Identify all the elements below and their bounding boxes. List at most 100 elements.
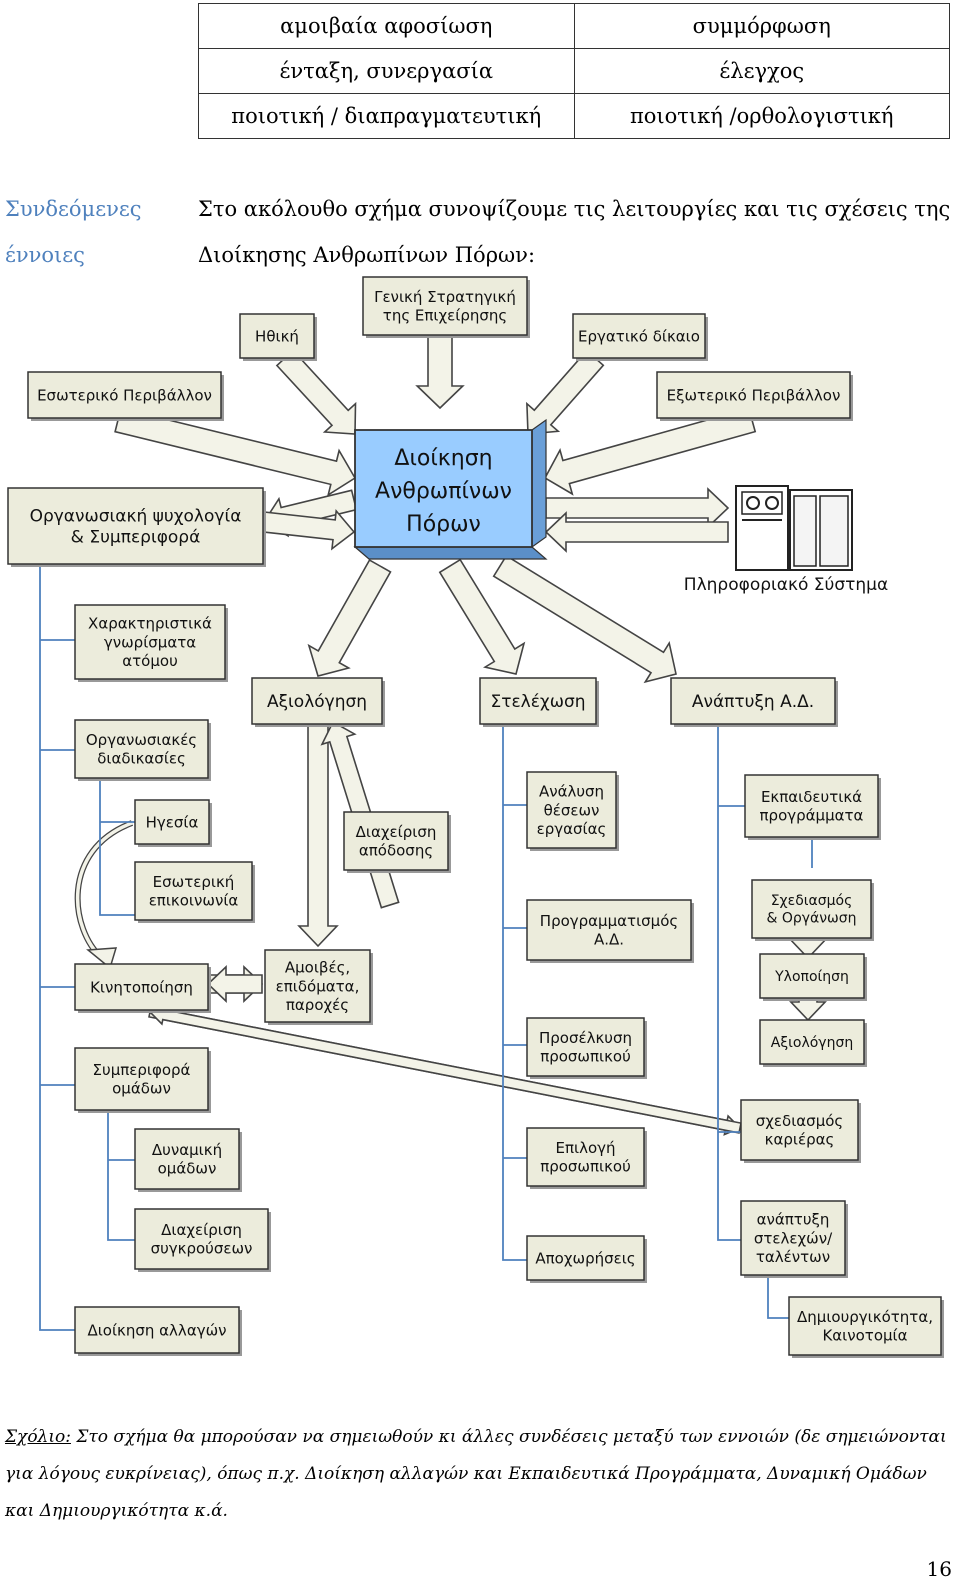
node-label: σχεδιασμός — [756, 1112, 843, 1130]
node-label: Εργατικό δίκαιο — [578, 327, 700, 345]
diagram-node-separations: Αποχωρήσεις — [526, 1235, 647, 1283]
node-label: Εσωτερικό Περιβάλλον — [37, 386, 212, 404]
table-row: αμοιβαία αφοσίωση συμμόρφωση — [198, 3, 950, 49]
node-label: & Οργάνωση — [766, 911, 856, 927]
diagram-node-labor-law: Εργατικό δίκαιο — [572, 313, 708, 361]
block-arrow — [297, 723, 339, 948]
table-cell: αμοιβαία αφοσίωση — [198, 3, 575, 49]
node-label: Αξιολόγηση — [771, 1035, 853, 1051]
node-label: Αμοιβές, — [285, 959, 350, 977]
connector-line — [502, 724, 527, 1261]
diagram-node-external-env: Εξωτερικό Περιβάλλον — [656, 371, 853, 421]
node-label: Α.Δ. — [594, 931, 624, 949]
diagram-node-change-mgmt: Διοίκηση αλλαγών — [74, 1306, 242, 1356]
diagram-node-hr-development: Ανάπτυξη Α.Δ. — [670, 677, 838, 727]
node-label: ανάπτυξη — [757, 1211, 830, 1229]
connector-line — [107, 1107, 135, 1241]
diagram-node-creativity: Δημιουργικότητα,Καινοτομία — [788, 1296, 944, 1358]
table-row: ποιοτική / διαπραγματευτική ποιοτική /ορ… — [198, 93, 950, 139]
diagram-node-internal-env: Εσωτερικό Περιβάλλον — [27, 371, 224, 421]
block-arrow — [114, 407, 357, 497]
node-label: επιδόματα, — [276, 977, 360, 995]
connector-line — [99, 778, 135, 916]
diagram-node-dev-evaluation: Αξιολόγηση — [759, 1019, 867, 1067]
node-label: συγκρούσεων — [151, 1240, 253, 1258]
node-label: Ηθική — [255, 327, 299, 345]
node-label: Σχεδιασμός — [771, 893, 853, 909]
node-label: Προγραμματισμός — [540, 912, 678, 930]
node-label: Ηγεσία — [146, 813, 199, 831]
margin-note-line: Συνδεόμενες — [5, 197, 142, 221]
block-arrow — [148, 1004, 742, 1134]
node-label: επικοινωνία — [149, 892, 239, 910]
node-label: απόδοσης — [359, 842, 433, 860]
block-arrow — [789, 999, 827, 1022]
block-arrow — [526, 349, 605, 435]
block-arrow — [415, 335, 465, 410]
node-label: & Συμπεριφορά — [71, 528, 201, 548]
node-label: Κινητοποίηση — [90, 978, 193, 996]
block-arrow — [544, 511, 729, 553]
node-label: Γενική Στρατηγική — [374, 288, 516, 306]
table-cell: ένταξη, συνεργασία — [198, 48, 575, 94]
node-label: Καινοτομία — [822, 1327, 907, 1345]
margin-note-line: έννοιες — [5, 243, 85, 267]
center-label: Ανθρωπίνων — [375, 479, 512, 504]
curved-arrow-fill — [75, 821, 133, 960]
node-label: Ανάλυση — [539, 783, 604, 801]
node-label: Επιλογή — [555, 1139, 615, 1157]
comment-note: Σχόλιο: Στο σχήμα θα μπορούσαν να σημειω… — [5, 1419, 955, 1530]
page-number: 16 — [926, 1557, 952, 1581]
node-label: Δημιουργικότητα, — [797, 1308, 933, 1326]
node-label: ομάδων — [158, 1160, 217, 1178]
intro-paragraph: Στο ακόλουθο σχήμα συνοψίζουμε τις λειτο… — [198, 197, 951, 267]
node-label: προσωπικού — [540, 1048, 631, 1066]
node-label: παροχές — [286, 996, 349, 1014]
node-label: θέσεων — [544, 801, 600, 819]
node-label: Οργανωσιακή ψυχολογία — [30, 506, 242, 526]
connector-line — [39, 564, 75, 1331]
margin-note: Συνδεόμενες έννοιες — [5, 186, 141, 278]
table-cell: ποιοτική /ορθολογιστική — [573, 93, 950, 139]
diagram-node-evaluation: Αξιολόγηση — [251, 677, 385, 727]
node-label: καριέρας — [765, 1131, 835, 1149]
diagram-node-rewards: Αμοιβές,επιδόματα,παροχές — [264, 949, 373, 1025]
node-label: Διοίκηση αλλαγών — [87, 1321, 226, 1339]
node-label: Οργανωσιακές — [86, 731, 197, 749]
node-label: Ανάπτυξη Α.Δ. — [692, 692, 814, 712]
info-system-label: Πληροφοριακό Σύστημα — [684, 575, 888, 595]
node-label: Υλοποίηση — [774, 969, 849, 985]
comment-label: Σχόλιο: — [5, 1427, 71, 1447]
diagram-connector-lines — [39, 564, 813, 1331]
node-label: Αποχωρήσεις — [535, 1249, 635, 1267]
node-label: εργασίας — [537, 820, 607, 838]
node-label: προσωπικού — [540, 1158, 631, 1176]
node-label: Διαχείριση — [356, 823, 437, 841]
node-label: ταλέντων — [756, 1248, 830, 1266]
node-label: Συμπεριφορά — [93, 1061, 191, 1079]
diagram-node-design-org: Σχεδιασμός & Οργάνωση — [751, 879, 874, 941]
diagram-node-leadership: Ηγεσία — [134, 799, 212, 847]
table-cell: συμμόρφωση — [573, 3, 950, 49]
diagram-node-implementation: Υλοποίηση — [759, 953, 867, 1001]
computer-icon — [735, 485, 853, 571]
block-arrow — [545, 487, 730, 529]
diagram-node-staffing: Στελέχωση — [479, 677, 599, 727]
connector-line — [767, 1274, 790, 1319]
diagram-arrows — [74, 335, 827, 1136]
block-arrow — [275, 349, 357, 435]
node-label: διαδικασίες — [97, 750, 186, 768]
